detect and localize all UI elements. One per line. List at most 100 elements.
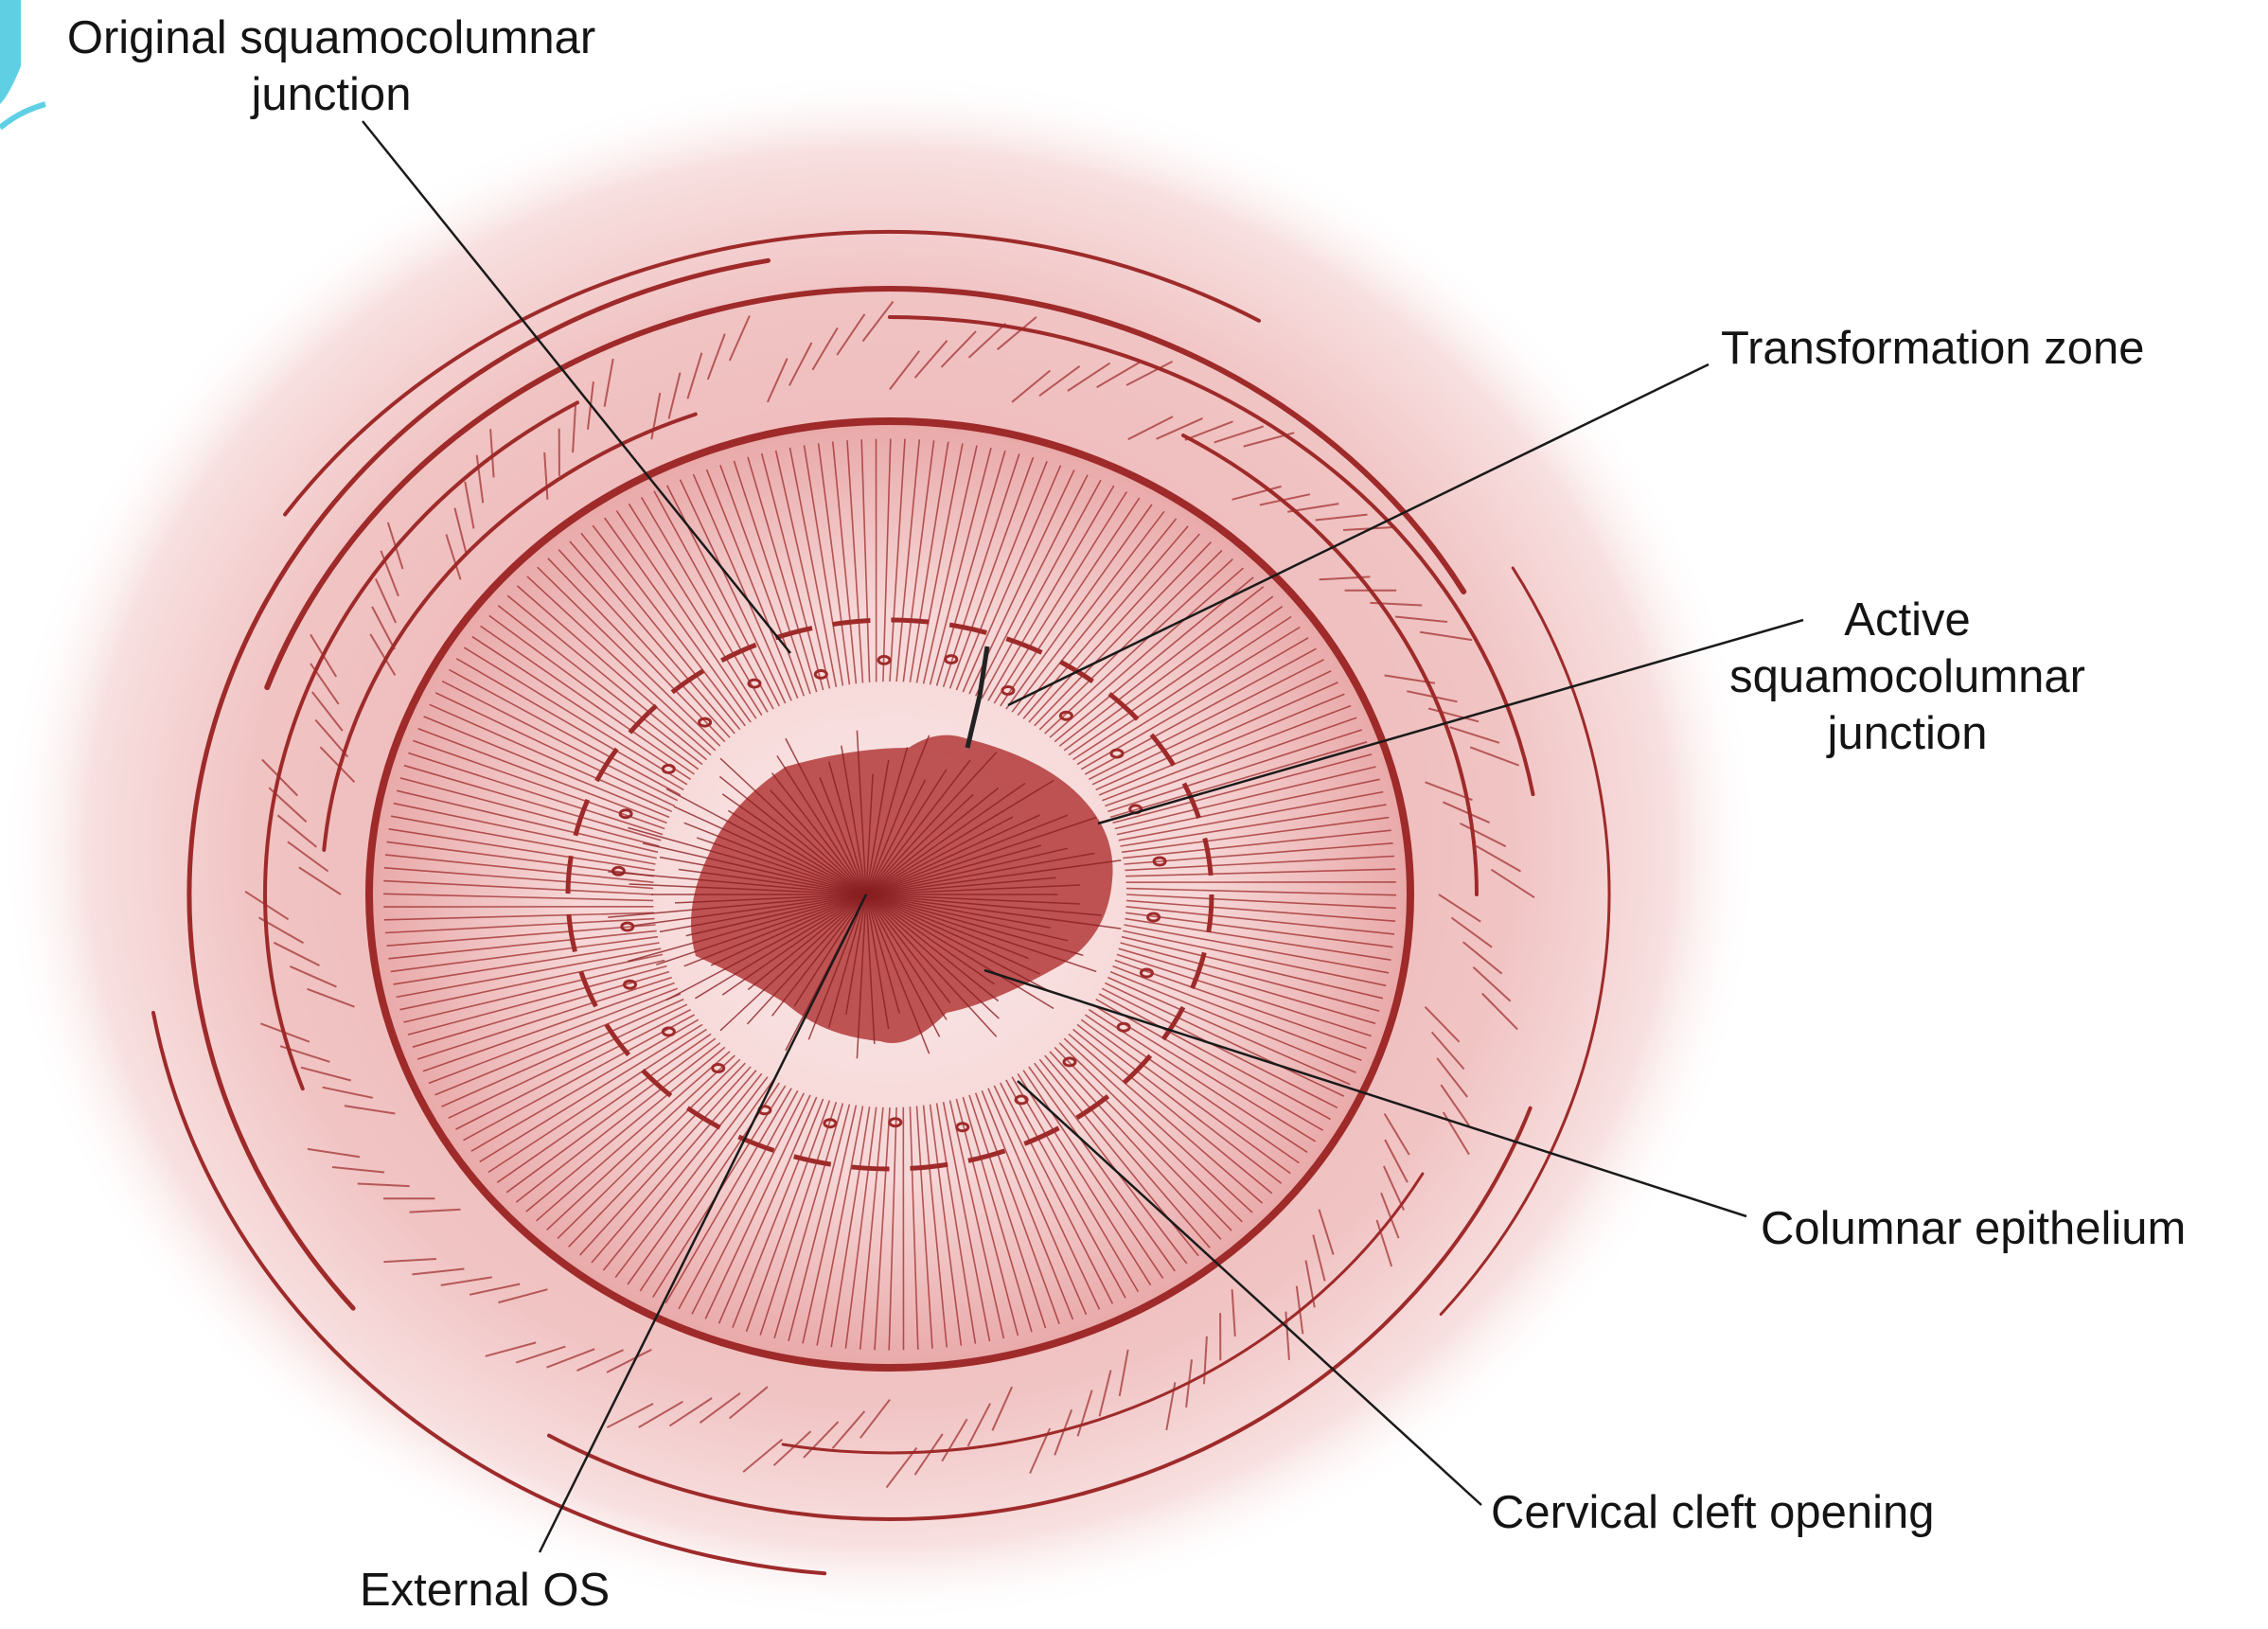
transformation-zone-marker (965, 646, 990, 749)
os-striation (865, 859, 1122, 895)
striation-line (1080, 1018, 1291, 1175)
striation-line (935, 1103, 977, 1344)
striation-line (1114, 959, 1367, 1050)
striation-line (1101, 987, 1338, 1109)
outer-fold-hatch (374, 578, 398, 624)
striation-line (417, 727, 667, 824)
outer-fold-hatch (546, 1348, 595, 1369)
os-striation (608, 871, 867, 895)
os-striation (628, 826, 867, 895)
os-striation (827, 894, 867, 1028)
striation-line (428, 987, 678, 1085)
striation-line (774, 450, 831, 689)
label-external-os: External OS (360, 1565, 611, 1616)
os-striation (865, 894, 1000, 1002)
striation-line (403, 764, 662, 841)
outer-fold-hatch (371, 606, 396, 650)
external-os-striations (608, 730, 1122, 1059)
os-striation (659, 856, 867, 895)
label-active-scj-line2: squamocolumnar (1729, 651, 2085, 702)
outer-fold-hatch (1476, 844, 1521, 873)
os-striation (865, 852, 1095, 895)
striation-line (1034, 541, 1212, 727)
striation-line (718, 1096, 818, 1324)
outer-fold-hatch (572, 404, 576, 453)
striation-line (1105, 982, 1345, 1097)
striation-line (525, 1046, 726, 1213)
striation-line (1022, 1070, 1164, 1279)
striation-line (909, 441, 949, 682)
active-squamocolumnar-junction-ring (565, 617, 1214, 1172)
striation-line (615, 510, 757, 719)
striation-line (569, 540, 735, 735)
striation-line (383, 867, 654, 890)
label-active-squamocolumnar-junction: Active squamocolumnar junction (1704, 592, 2111, 762)
cleft-opening-dot (698, 717, 713, 728)
striation-line (1080, 637, 1309, 770)
striation-line (1068, 1033, 1264, 1204)
outer-fold-hatch (967, 323, 1007, 359)
striation-line (803, 445, 844, 686)
os-striation (865, 894, 1029, 960)
os-striation (747, 894, 867, 991)
os-striation (865, 747, 909, 895)
cervix-rim (365, 417, 1414, 1372)
outer-fold-hatch (1443, 801, 1491, 824)
striation-line (1123, 829, 1391, 859)
striation-line (1125, 868, 1396, 877)
outer-fold-hatch (307, 987, 355, 1008)
striation-line (745, 1100, 831, 1333)
label-active-scj-line1: Active (1844, 594, 1971, 646)
striation-line (471, 635, 692, 781)
outer-fold-hatch (1430, 1031, 1465, 1071)
outer-fold-arc (186, 257, 771, 1311)
striation-line (386, 841, 655, 877)
striation-line (463, 1014, 695, 1142)
striation-line (1044, 1054, 1211, 1248)
outer-fold-hatch (1425, 781, 1473, 802)
striation-line (423, 716, 670, 819)
striation-line (558, 549, 731, 738)
striation-line (902, 440, 935, 682)
outer-fold-hatch (1318, 1209, 1335, 1255)
cervical-cleft-openings (611, 654, 1167, 1133)
striation-line (962, 465, 1062, 693)
striation-line (1098, 693, 1345, 796)
outer-fold-hatch (485, 1341, 537, 1357)
os-striation (865, 894, 951, 1004)
outer-fold-hatch (1394, 615, 1448, 623)
striation-line (412, 970, 670, 1048)
outer-fold-hatch (1098, 1370, 1112, 1417)
striation-line (817, 443, 851, 685)
outer-fold-hatch (1127, 416, 1174, 441)
striation-line (640, 496, 769, 713)
os-striation (674, 894, 867, 904)
outer-fold-hatch (1375, 1219, 1393, 1267)
striation-line (413, 739, 665, 830)
striation-line (1121, 816, 1390, 854)
striation-line (1063, 595, 1274, 752)
os-striation (865, 752, 998, 895)
striation-line (384, 854, 654, 883)
striation-line (506, 594, 708, 761)
outer-fold-arc (1439, 566, 1611, 1316)
striation-line (455, 658, 684, 791)
outer-fold-hatch (1295, 1285, 1304, 1335)
striation-line (993, 491, 1127, 704)
striation-line (390, 935, 659, 973)
striation-line (1034, 1062, 1188, 1265)
cleft-opening-dot (1014, 1094, 1029, 1106)
striation-line (860, 439, 871, 682)
outer-fold-hatch (1312, 1234, 1326, 1282)
os-striation (771, 772, 867, 895)
outer-fold-arc (322, 412, 698, 852)
outer-fold-hatch (1231, 485, 1282, 501)
label-columnar-epithelium: Columnar epithelium (1761, 1203, 2187, 1254)
outer-fold-hatch (453, 507, 468, 555)
outer-fold-hatch (344, 1105, 396, 1115)
os-striation (673, 806, 867, 895)
outer-fold-hatch (1462, 941, 1503, 975)
striation-line (488, 614, 700, 770)
os-striation (865, 844, 1042, 895)
